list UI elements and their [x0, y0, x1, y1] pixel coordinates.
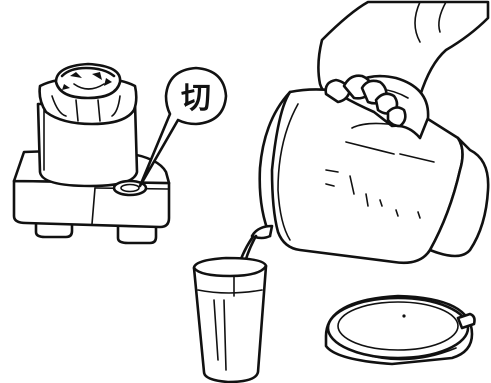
blender-jar: [38, 64, 137, 186]
drinking-glass: [194, 258, 266, 382]
off-callout-label: 切: [181, 81, 211, 116]
blender-lid-on-table: [326, 296, 475, 364]
pouring-jug: [252, 89, 488, 262]
